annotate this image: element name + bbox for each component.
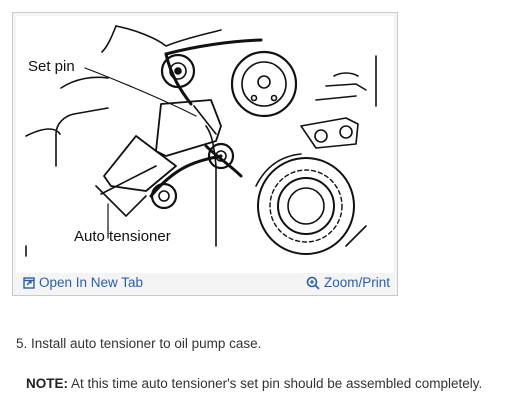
open-in-new-tab-label: Open In New Tab — [39, 275, 144, 290]
step-instruction: 5. Install auto tensioner to oil pump ca… — [16, 336, 262, 351]
diagram-image[interactable]: Set pin Auto tensioner — [16, 16, 394, 273]
note-label: NOTE: — [26, 376, 68, 391]
open-new-tab-icon — [23, 276, 35, 289]
tensioner-diagram — [25, 25, 377, 257]
zoom-print-link[interactable]: Zoom/Print — [306, 275, 390, 290]
callout-auto-tensioner: Auto tensioner — [74, 228, 171, 245]
open-in-new-tab-link[interactable]: Open In New Tab — [23, 275, 143, 290]
callout-set-pin: Set pin — [28, 58, 75, 75]
note-paragraph: NOTE: At this time auto tensioner's set … — [26, 376, 482, 391]
zoom-print-label: Zoom/Print — [323, 275, 390, 290]
note-body: At this time auto tensioner's set pin sh… — [68, 376, 483, 391]
figure-card: Set pin Auto tensioner Open In New Tab Z… — [12, 12, 398, 296]
figure-toolbar: Open In New Tab Zoom/Print — [13, 275, 397, 295]
zoom-icon — [306, 276, 320, 290]
